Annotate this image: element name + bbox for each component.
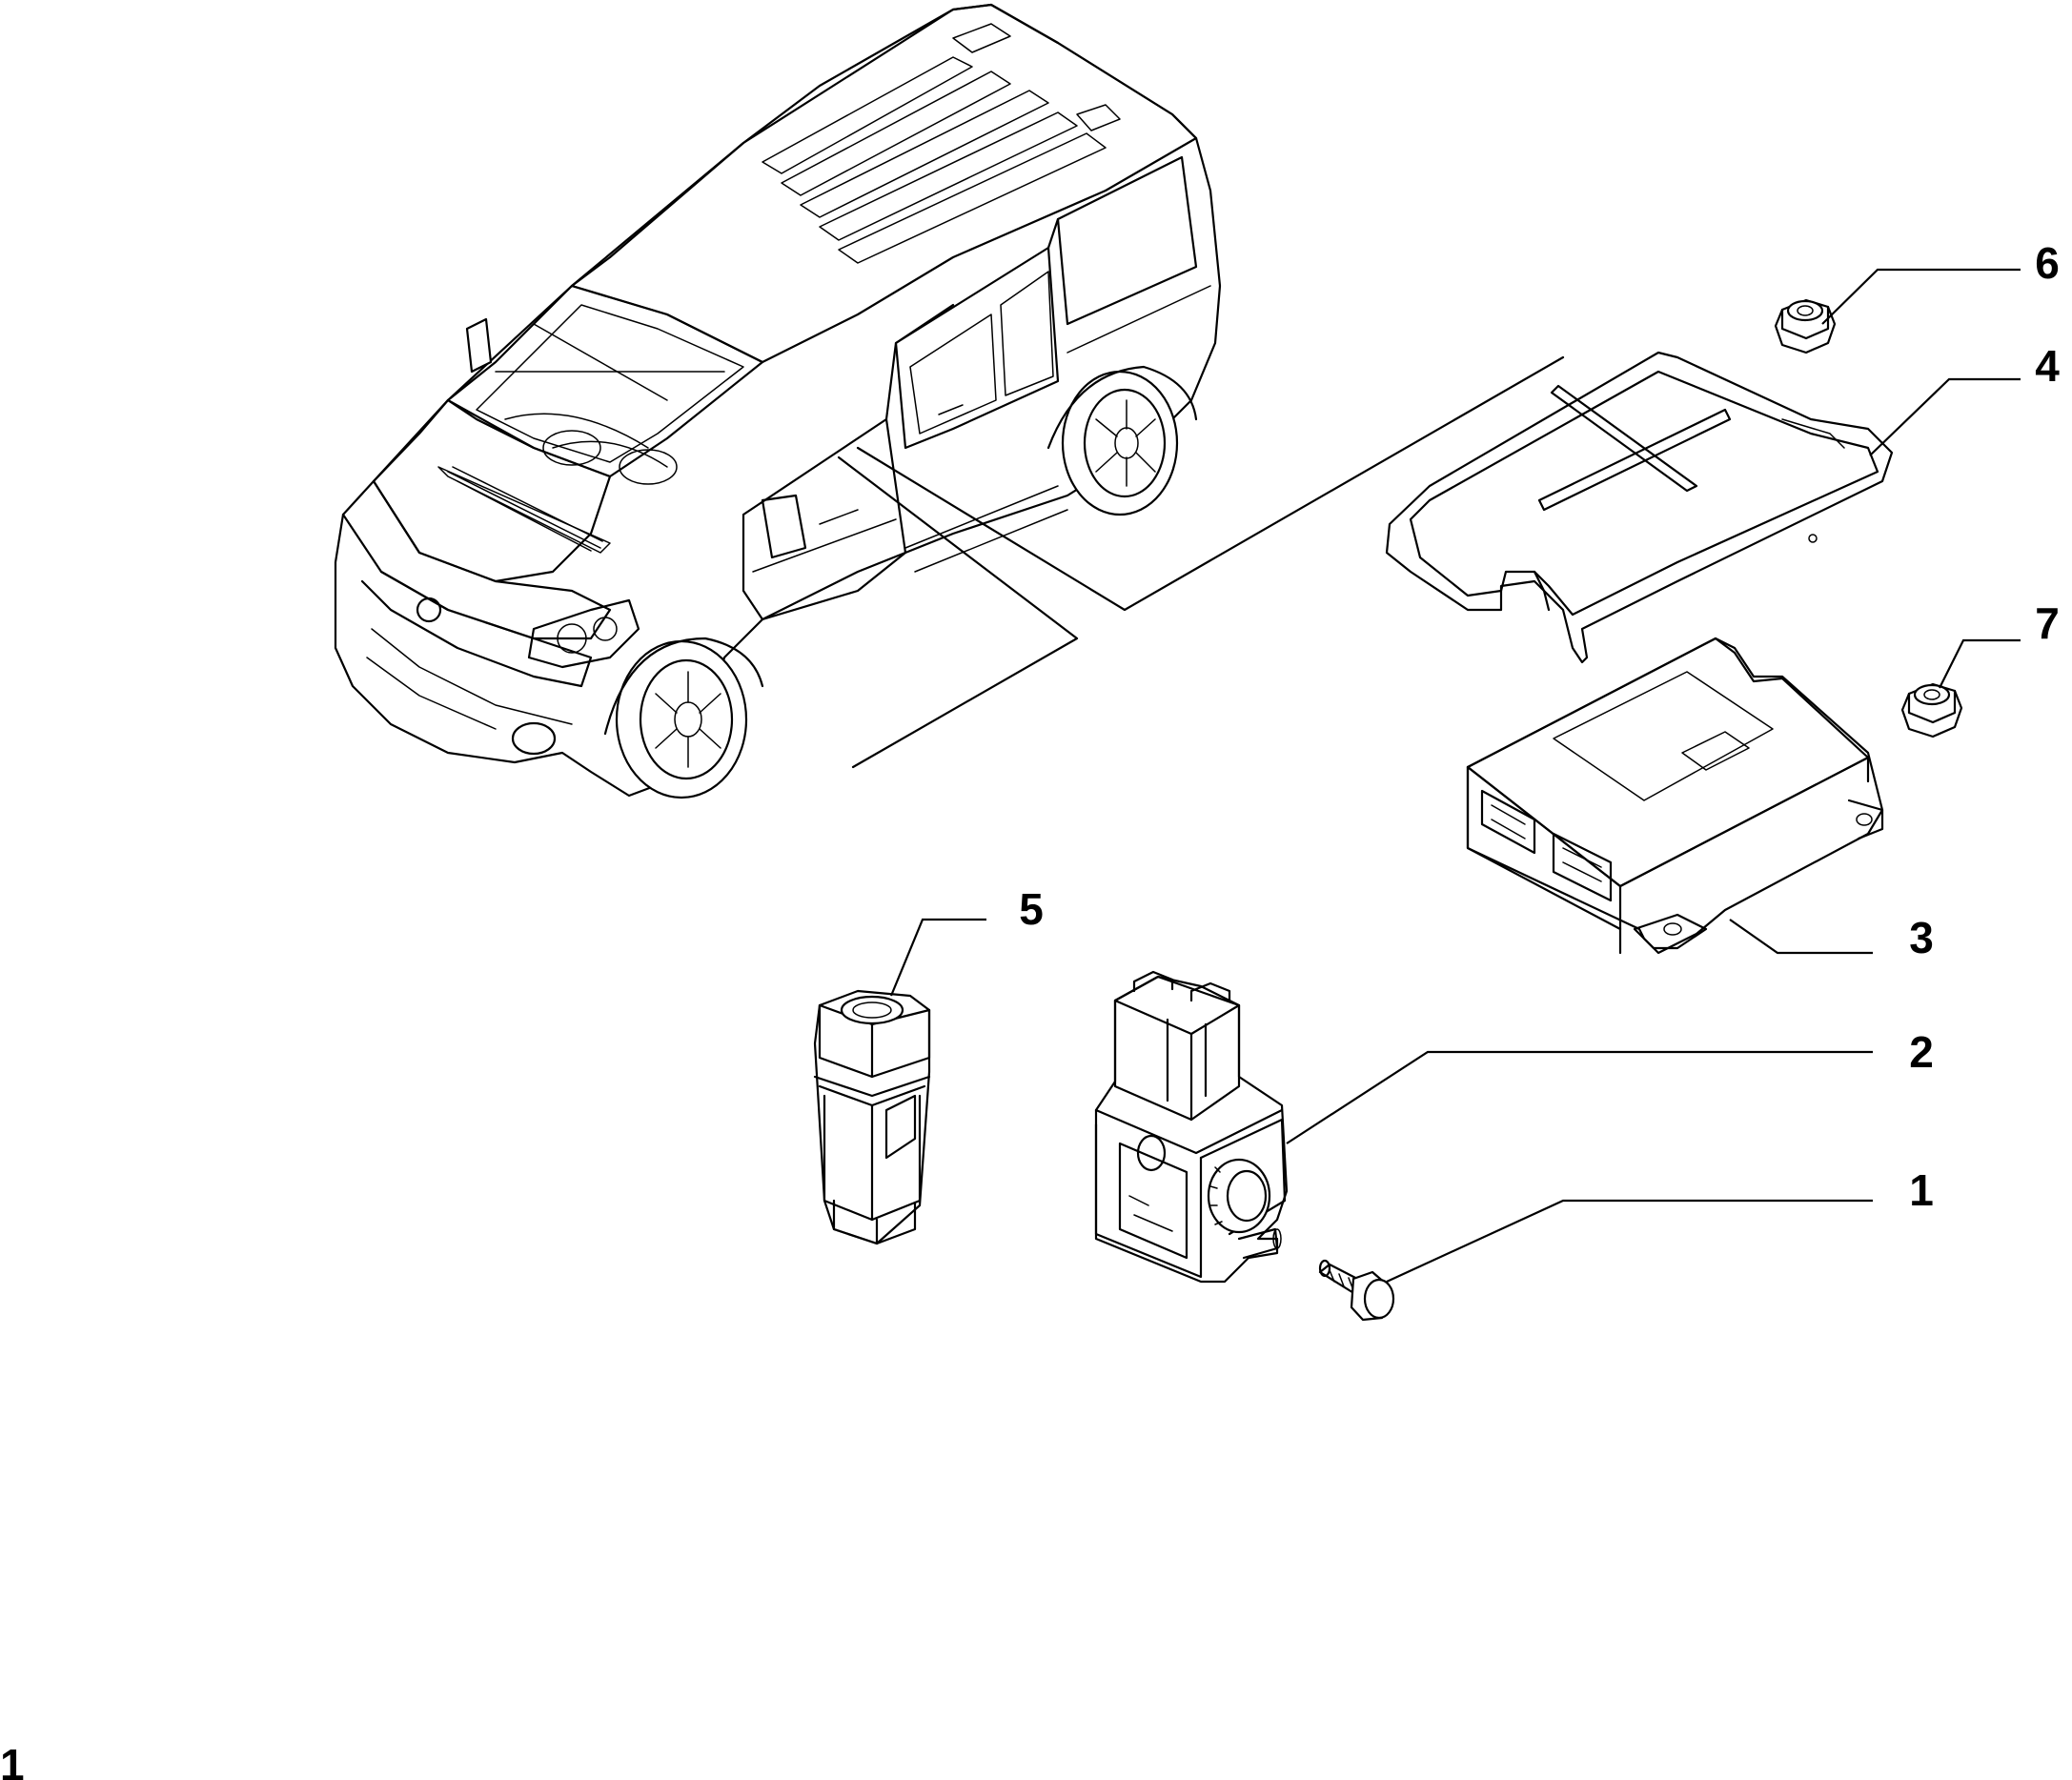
hood-vent-grille [447, 466, 603, 552]
leader-5 [889, 918, 986, 997]
part-3-control-module [1466, 637, 1884, 955]
leader-2 [1286, 1050, 1873, 1144]
roof-slats [762, 23, 1121, 264]
leader-4 [1869, 377, 2021, 456]
zoom-line-upper [856, 355, 1565, 612]
part-5-switch [813, 989, 931, 1245]
part-2-sensor [1094, 970, 1289, 1284]
callout-7: 7 [2035, 598, 2060, 648]
leader-7 [1939, 638, 2021, 689]
page-number-label: 1 [0, 1740, 25, 1780]
callout-4: 4 [2035, 341, 2060, 391]
leader-6 [1821, 268, 2021, 325]
leader-1 [1386, 1199, 1873, 1283]
callout-1: 1 [1909, 1165, 1934, 1215]
part-6-nut [1774, 298, 1837, 354]
callout-6: 6 [2035, 238, 2060, 288]
callout-labels: 6 4 7 3 2 1 5 [1019, 238, 2060, 1215]
front-wheel [615, 639, 748, 799]
part-7-nut [1900, 682, 1963, 738]
part-1-bolt [1318, 1259, 1395, 1322]
callout-3: 3 [1909, 913, 1934, 962]
van-illustration [334, 3, 1565, 799]
leader-lines [889, 268, 2021, 1283]
rear-wheel [1061, 370, 1179, 516]
callout-5: 5 [1019, 884, 1044, 934]
leader-3 [1729, 919, 1873, 955]
zoom-line-lower [837, 455, 1079, 769]
callout-2: 2 [1909, 1027, 1934, 1077]
part-4-cover-bracket [1385, 351, 1894, 664]
